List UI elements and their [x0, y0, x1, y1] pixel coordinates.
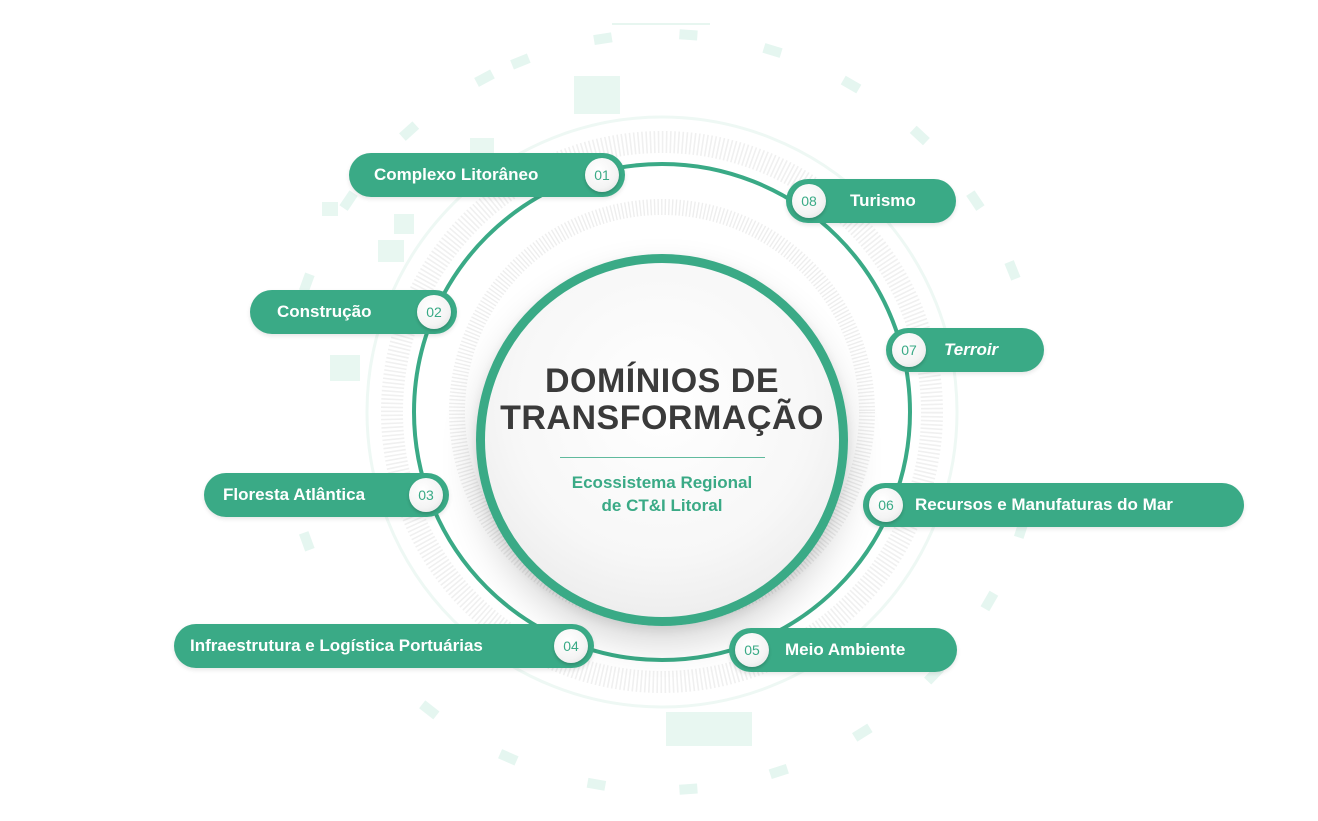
decor-block: [322, 202, 338, 216]
tick-ring: [381, 131, 943, 693]
decor-dash: [299, 531, 315, 552]
domain-number-01: 01: [585, 158, 619, 192]
center-circle: [476, 254, 848, 626]
decor-dash: [679, 29, 698, 41]
center-divider: [560, 457, 765, 458]
decor-block: [394, 214, 414, 234]
domain-label-04: Infraestrutura e Logística Portuárias: [190, 636, 483, 655]
domain-pill-07: 07 Terroir: [886, 328, 1044, 372]
domain-number-03: 03: [409, 478, 443, 512]
decor-dash: [852, 723, 873, 742]
domain-label-06: Recursos e Manufaturas do Mar: [915, 495, 1173, 514]
decor-dash: [498, 749, 519, 766]
decor-dash: [474, 69, 495, 87]
decor-dash: [510, 53, 531, 70]
decor-dash: [762, 43, 783, 58]
decor-dash: [299, 272, 315, 293]
decor-dash: [909, 125, 930, 146]
center-title-line-2: TRANSFORMAÇÃO: [500, 399, 824, 437]
decor-block: [330, 355, 360, 381]
decor-block: [378, 240, 404, 262]
decor-block: [574, 76, 620, 114]
decor-dash: [586, 777, 607, 791]
domain-label-07: Terroir: [944, 340, 999, 359]
center-subtitle-line-1: Ecossistema Regional: [571, 473, 753, 492]
domain-label-05: Meio Ambiente: [785, 640, 906, 659]
domain-number-04: 04: [554, 629, 588, 663]
decor-dash: [679, 783, 698, 795]
domain-pill-06: 06 Recursos e Manufaturas do Mar: [863, 483, 1244, 527]
center-subtitle-line-2: de CT&I Litoral: [601, 496, 723, 515]
decor-dash: [593, 32, 613, 46]
domain-pill-04: Infraestrutura e Logística Portuárias 04: [174, 624, 594, 668]
inner-tick-ring: [449, 199, 875, 625]
decor-dash: [399, 121, 420, 141]
domain-pill-08: 08 Turismo: [786, 179, 956, 223]
decor-dash: [419, 700, 440, 720]
decor-blocks: [322, 76, 752, 746]
domain-number-06: 06: [869, 488, 903, 522]
domain-pill-05: 05 Meio Ambiente: [729, 628, 957, 672]
decor-dash: [1004, 260, 1021, 281]
decor-dash: [339, 190, 358, 211]
center-title-line-1: DOMÍNIOS DE: [544, 362, 780, 400]
domain-label-01: Complexo Litorâneo: [374, 165, 539, 184]
decor-dash: [840, 75, 862, 94]
domain-label-02: Construção: [277, 302, 372, 321]
decor-block: [666, 712, 752, 746]
domain-label-08: Turismo: [850, 191, 916, 210]
decor-dash: [966, 190, 985, 211]
decor-block: [470, 138, 494, 156]
domain-label-03: Floresta Atlântica: [223, 485, 366, 504]
decor-dash: [980, 590, 999, 612]
outer-faint-ring: [365, 115, 959, 709]
domain-pill-02: Construção 02: [250, 290, 457, 334]
domain-number-08: 08: [792, 184, 826, 218]
domain-number-05: 05: [735, 633, 769, 667]
domain-number-02: 02: [417, 295, 451, 329]
main-ring: [412, 162, 912, 662]
decor-dash: [768, 763, 789, 780]
domain-pill-01: Complexo Litorâneo 01: [349, 153, 625, 197]
domain-number-07: 07: [892, 333, 926, 367]
domain-pill-03: Floresta Atlântica 03: [204, 473, 449, 517]
